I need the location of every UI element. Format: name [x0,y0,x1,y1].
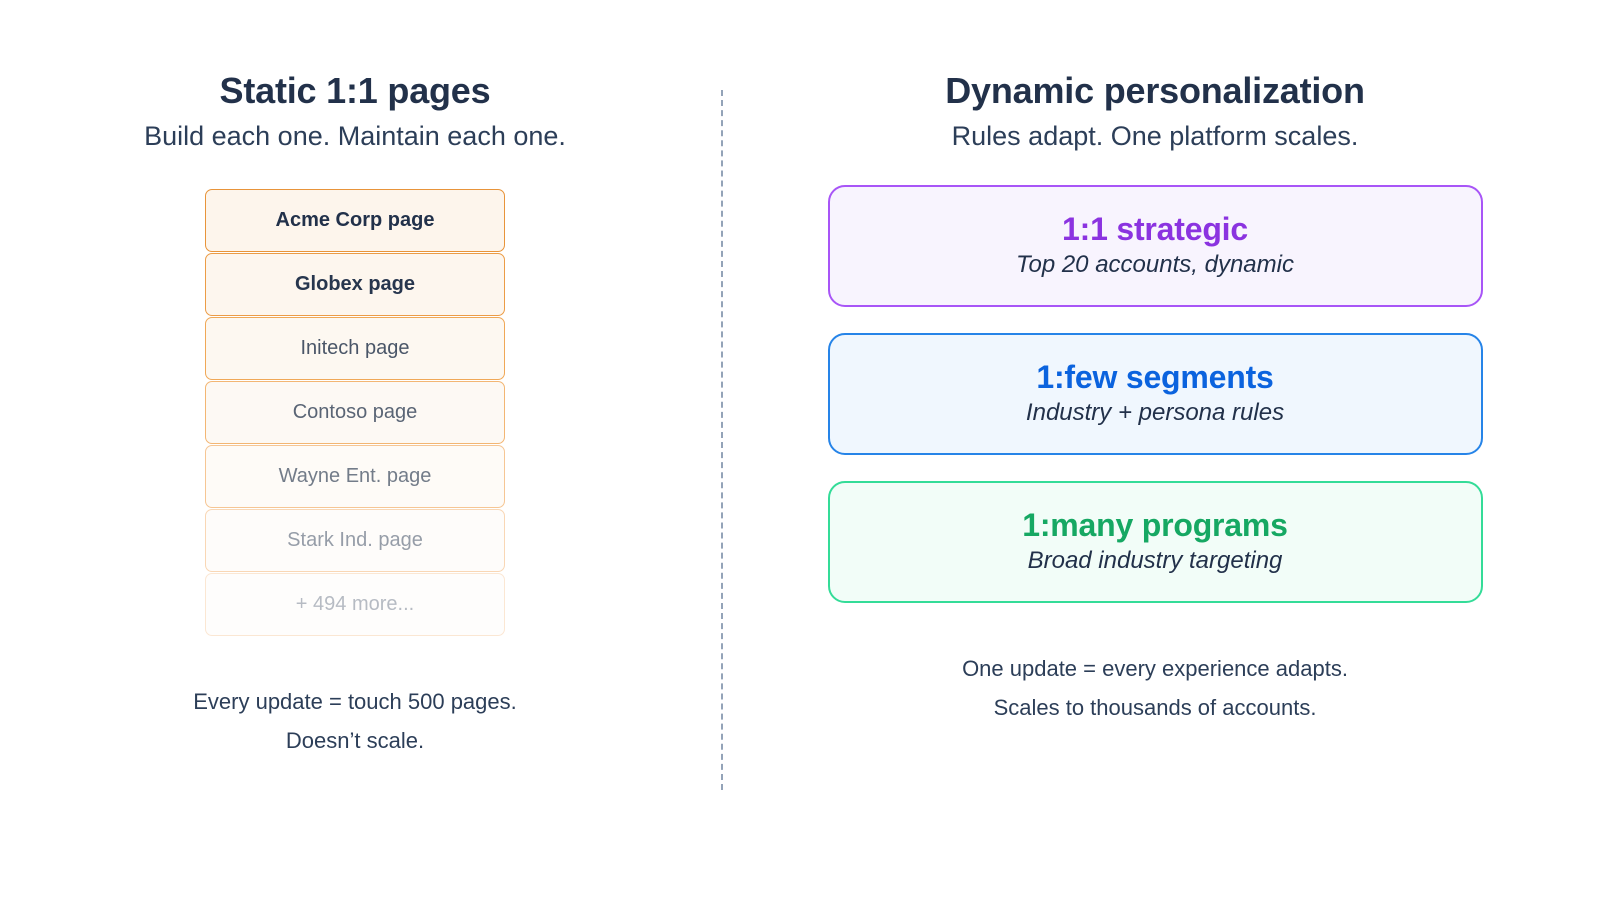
page-card[interactable]: Acme Corp page [205,188,505,252]
tier-card-title: 1:few segments [1036,358,1274,395]
left-footer-line: Every update = touch 500 pages. [193,688,517,714]
tier-card-subtitle: Industry + persona rules [1025,398,1285,426]
page-card-more[interactable]: + 494 more... [205,572,505,636]
page-card[interactable]: Contoso page [205,380,505,444]
tier-card-title: 1:1 strategic [1062,210,1248,247]
tier-card-subtitle: Top 20 accounts, dynamic [1016,250,1294,278]
left-footer: Every update = touch 500 pages. Doesn’t … [193,682,517,760]
tier-card-segments[interactable]: 1:few segments Industry + persona rules [827,332,1483,455]
page-card[interactable]: Globex page [205,252,505,316]
right-column: Dynamic personalization Rules adapt. One… [805,70,1505,727]
tier-card-subtitle: Broad industry targeting [1027,546,1283,574]
page-card[interactable]: Wayne Ent. page [205,444,505,508]
right-column-title: Dynamic personalization [945,70,1365,111]
tier-stack: 1:1 strategic Top 20 accounts, dynamic 1… [827,184,1483,603]
right-column-subtitle: Rules adapt. One platform scales. [951,121,1359,152]
page-card-label: Acme Corp page [275,208,435,231]
left-footer-line: Doesn’t scale. [285,727,425,753]
page-card[interactable]: Initech page [205,316,505,380]
left-column: Static 1:1 pages Build each one. Maintai… [5,70,705,760]
left-column-title: Static 1:1 pages [219,70,491,111]
page-card-label: Stark Ind. page [287,528,423,551]
right-footer-line: Scales to thousands of accounts. [993,694,1317,720]
page-card-label: Globex page [294,272,416,295]
page-card-label: Initech page [300,336,410,359]
column-divider [721,90,723,790]
page-card-label: + 494 more... [295,592,415,615]
static-page-stack: Acme Corp page Globex page Initech page … [205,188,505,636]
page-card-label: Wayne Ent. page [278,464,432,487]
right-footer-line: One update = every experience adapts. [962,655,1348,681]
tier-card-title: 1:many programs [1022,506,1288,543]
page-card-label: Contoso page [292,400,418,423]
right-footer: One update = every experience adapts. Sc… [962,649,1348,727]
page-card[interactable]: Stark Ind. page [205,508,505,572]
left-column-subtitle: Build each one. Maintain each one. [144,121,566,152]
tier-card-programs[interactable]: 1:many programs Broad industry targeting [827,480,1483,603]
tier-card-strategic[interactable]: 1:1 strategic Top 20 accounts, dynamic [827,184,1483,307]
